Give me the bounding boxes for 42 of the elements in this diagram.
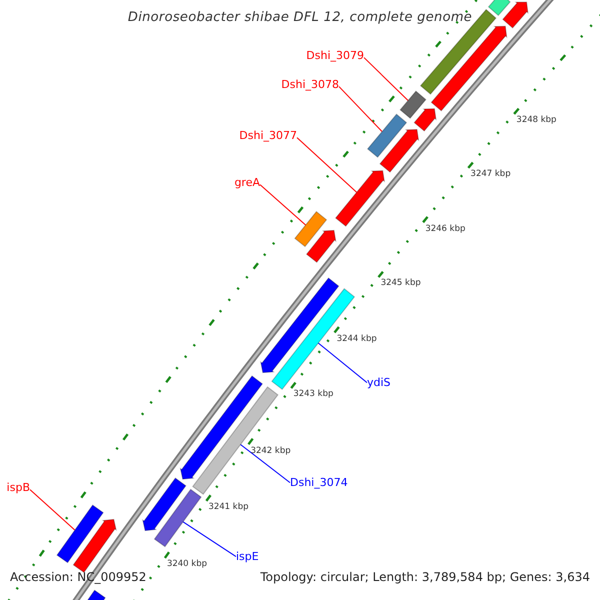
gene-bar	[56, 504, 104, 564]
leader-line	[338, 86, 383, 132]
scale-label: 3240 kbp	[166, 559, 207, 570]
gene-feature	[72, 518, 117, 574]
leader-line	[182, 521, 236, 558]
title: Dinoroseobacter shibae DFL 12, complete genome	[128, 10, 472, 26]
gene-bar	[420, 8, 497, 95]
gene-bar	[366, 114, 408, 158]
gene-label: Dshi_3078	[281, 78, 339, 92]
leader-line	[318, 342, 368, 384]
gene-feature	[430, 26, 508, 112]
gene-label: ispB	[6, 481, 30, 494]
leader-line	[260, 184, 306, 226]
genome-stats-text: Topology: circular; Length: 3,789,584 bp; Genes: 3,634	[260, 570, 590, 584]
gene-label: ispE	[236, 550, 259, 564]
scale-label: 3242 kbp	[250, 446, 291, 456]
scale-label: 3245 kbp	[380, 278, 421, 289]
gene-feature	[142, 477, 187, 532]
gene-label: greA	[234, 176, 260, 190]
gene-feature	[334, 170, 386, 227]
gene-bar	[488, 0, 511, 16]
gene-label: ydiS	[367, 376, 391, 390]
scale-label: 3247 kbp	[470, 169, 511, 180]
scale-label: 3248 kbp	[516, 115, 556, 126]
gene-bar	[294, 210, 328, 248]
gene-label: Dshi_3074	[290, 476, 348, 490]
gene-label: Dshi_3077	[239, 129, 297, 142]
leader-line	[296, 137, 358, 193]
leader-line	[240, 444, 290, 484]
gene-feature	[414, 108, 437, 132]
leader-line	[30, 489, 76, 531]
scale-label: 3243 kbp	[293, 389, 334, 400]
gene-feature	[379, 129, 420, 173]
gene-feature	[502, 2, 529, 29]
scale-label: 3241 kbp	[208, 502, 249, 512]
gene-label: Dshi_3079	[306, 49, 364, 62]
gene-bar	[400, 90, 427, 119]
leader-line	[364, 57, 409, 101]
gene-feature	[306, 230, 336, 263]
gene-bar	[154, 488, 202, 548]
scale-label: 3244 kbp	[336, 334, 377, 344]
scale-label: 3246 kbp	[425, 224, 466, 234]
